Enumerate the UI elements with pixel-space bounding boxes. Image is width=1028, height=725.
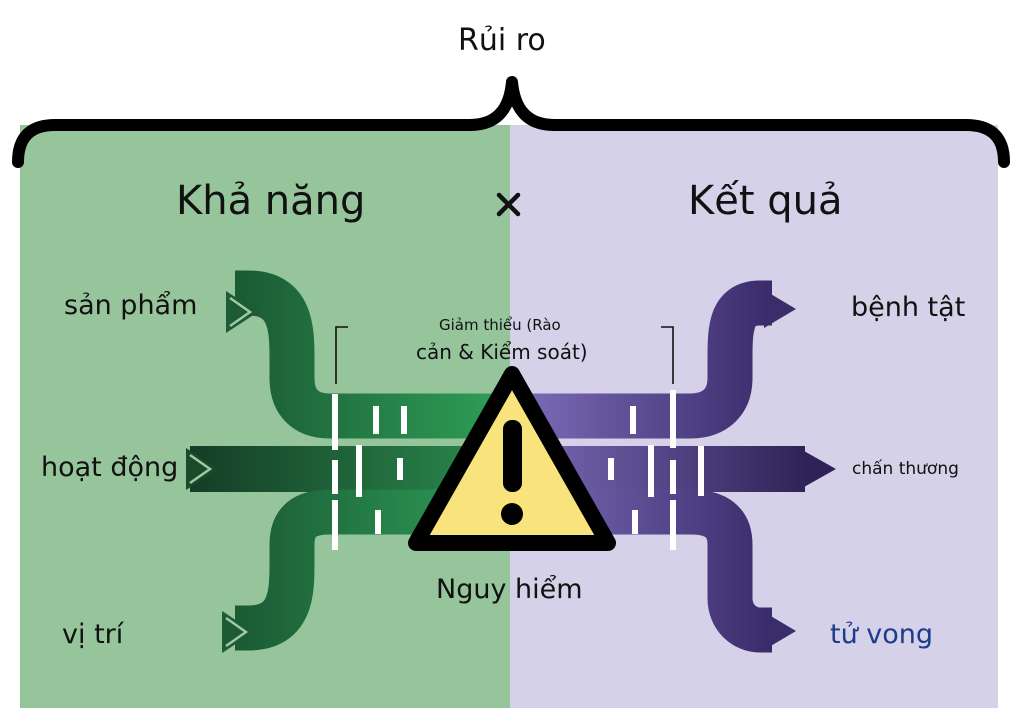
outcome-flows [520,280,836,653]
likelihood-title: Khả năng [176,178,366,224]
outcome-illness: bệnh tật [851,292,966,323]
multiply-icon [496,192,521,217]
barrier-bracket-left [335,326,348,384]
flow-product [235,270,500,439]
control-barriers [332,390,704,550]
barrier-dash-left-middle [356,445,362,497]
source-location: vị trí [62,619,124,650]
risk-title: Rủi ro [458,23,546,58]
barrier-dash-right-inner [630,406,636,434]
flow-illness [520,280,772,439]
consequence-title: Kết quả [688,178,843,224]
source-activity: hoạt động [41,452,179,483]
barrier-dash-left-inner [373,406,379,434]
source-product: sản phẩm [64,290,198,321]
hazard-group [408,366,616,551]
arrow-death-icon [764,612,796,650]
barrier-dash-left-outer [332,394,338,450]
arrow-injury-icon [804,451,836,487]
mitigation-label-line2: cản & Kiểm soát) [416,340,588,364]
flow-death [520,489,772,653]
outcome-death: tử vong [830,619,934,650]
barrier-dash-right-outer [670,390,676,448]
flow-location [235,489,500,651]
barrier-bracket-right [661,326,674,384]
exclamation-mark-icon [503,420,522,492]
barrier-dash-right-middle [648,445,654,497]
hazard-label: Nguy hiểm [436,574,583,605]
source-flows [186,270,500,653]
risk-brace [12,76,1010,168]
arrow-illness-icon [764,290,796,328]
mitigation-label-line1: Giảm thiểu (Rào [439,316,561,334]
outcome-injury: chấn thương [852,459,959,479]
